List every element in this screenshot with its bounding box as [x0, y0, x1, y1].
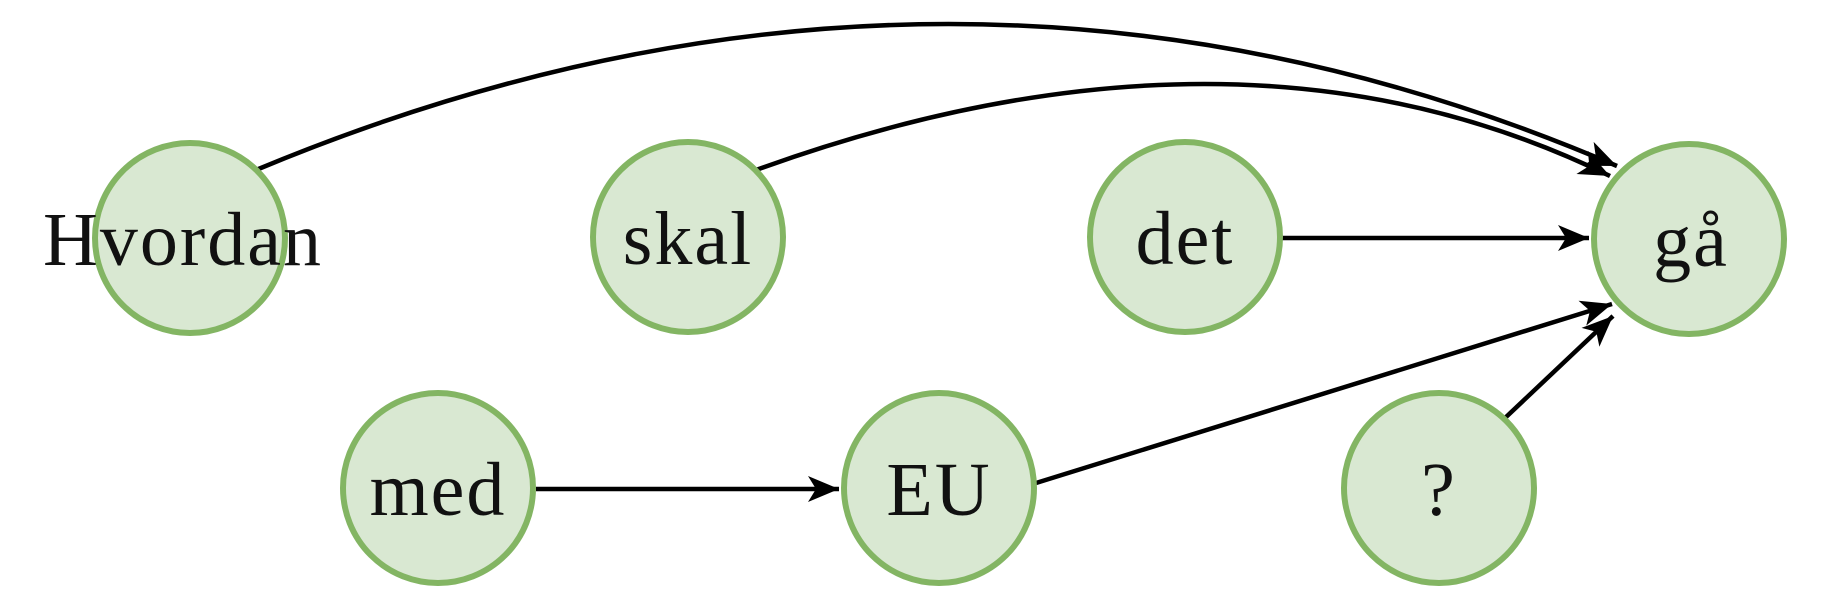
node-skal-label: skal [623, 197, 753, 281]
node-med-label: med [370, 448, 507, 532]
node-qmark-circle [1341, 390, 1537, 586]
edges-layer [255, 21, 1618, 502]
node-qmark-label: ? [1421, 448, 1457, 532]
node-eu-label: EU [886, 448, 991, 532]
edge-skal-gaa [755, 81, 1611, 179]
node-med-circle [340, 390, 536, 586]
node-skal-circle [590, 139, 786, 335]
node-det-circle [1087, 139, 1283, 335]
node-skal: skal [590, 139, 786, 335]
node-det-label: det [1136, 197, 1235, 281]
node-det: det [1087, 139, 1283, 335]
node-hvordan: Hvordan [43, 140, 323, 336]
node-hvordan-label: Hvordan [43, 198, 323, 282]
node-eu: EU [841, 390, 1037, 586]
node-eu-circle [841, 390, 1037, 586]
edge-eu-gaa [1035, 300, 1613, 486]
node-gaa: gå [1591, 141, 1787, 337]
edge-hvordan-gaa [255, 21, 1618, 173]
node-gaa-circle [1591, 141, 1787, 337]
node-med: med [340, 390, 536, 586]
edge-qmark-gaa [1503, 314, 1615, 420]
node-hvordan-circle [92, 140, 288, 336]
nodes-layer: Hvordan skal det gå med EU ? [43, 139, 1787, 586]
node-qmark: ? [1341, 390, 1537, 586]
node-gaa-label: gå [1653, 199, 1729, 283]
